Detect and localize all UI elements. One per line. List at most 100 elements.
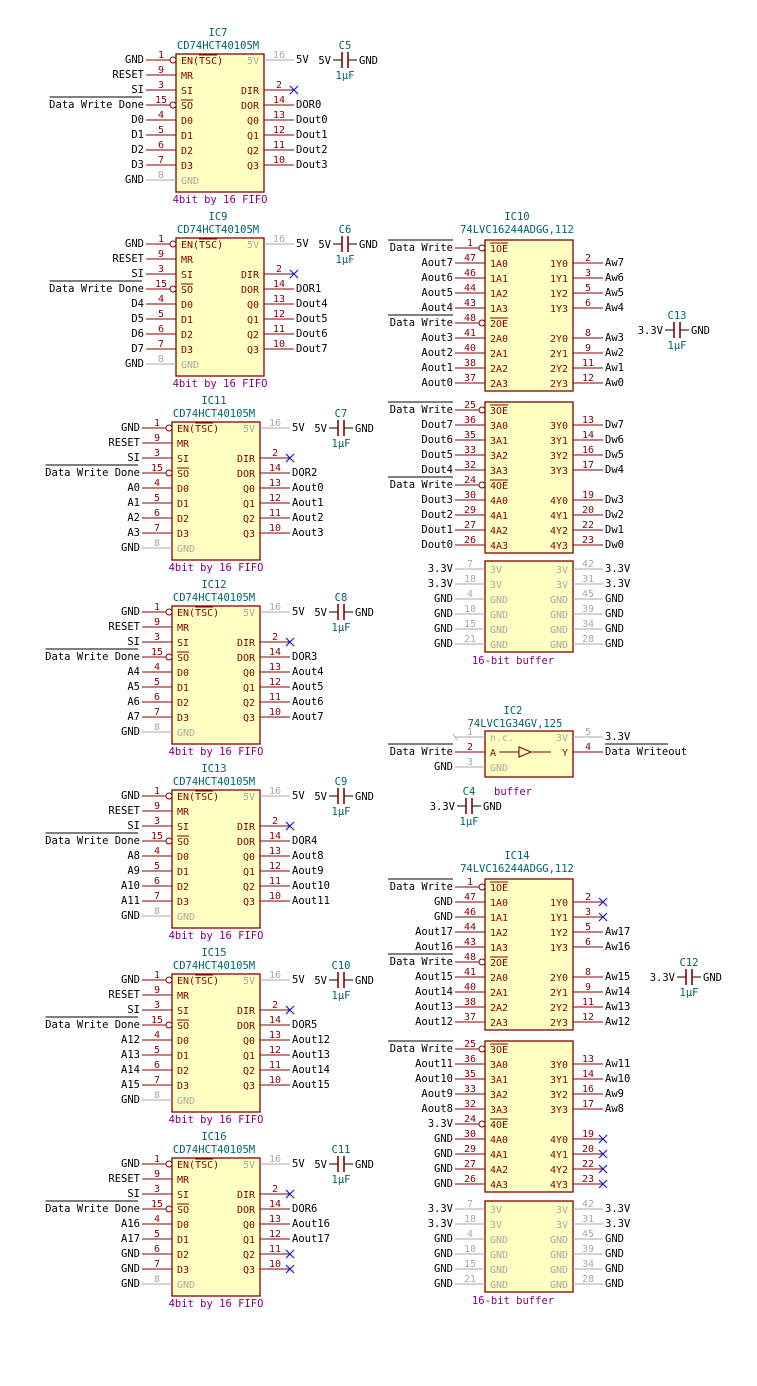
pin-number: 16: [582, 1084, 594, 1095]
pin-number: 2: [272, 816, 278, 827]
cap-net-right: GND: [359, 55, 378, 67]
pin-number: 44: [464, 283, 476, 294]
pin-name: 5V: [247, 56, 259, 67]
pin-number: 10: [464, 604, 476, 615]
net-label-d1: D5: [131, 313, 144, 325]
net-label: GND: [434, 1148, 453, 1160]
net-label: Aw16: [605, 941, 630, 953]
net-label-q2: Dout6: [296, 328, 328, 340]
pin-number: 16: [269, 418, 281, 429]
pin-number: 15: [155, 279, 167, 290]
pin-number: 11: [273, 324, 285, 335]
pin-name: Q2: [243, 1250, 255, 1261]
pin-number: 48: [464, 952, 476, 963]
pin-name: SO: [177, 469, 189, 480]
net-label-en: GND: [121, 422, 140, 434]
pin-name: 3Y1: [550, 1075, 568, 1086]
pin-name: Q3: [243, 1265, 255, 1276]
pin-name: SO: [177, 837, 189, 848]
net-label: Aw2: [605, 347, 624, 359]
cap-ref: C6: [339, 224, 352, 236]
pin-name: 3A1: [490, 1075, 508, 1086]
pin-number: 41: [464, 967, 476, 978]
pin-name: 3A3: [490, 466, 508, 477]
pin-name: GND: [177, 912, 195, 923]
net-label: 3.3V: [428, 1218, 454, 1230]
net-label: Aw11: [605, 1058, 630, 1070]
pin-name: GND: [177, 728, 195, 739]
cap-value: 1µF: [460, 816, 479, 828]
net-label-q1: Aout13: [292, 1049, 330, 1061]
net-label-d1: A17: [121, 1233, 140, 1245]
pin-number: 11: [269, 1244, 281, 1255]
net-label-d2: D2: [131, 144, 144, 156]
pin-number: 34: [582, 1259, 594, 1270]
chip-body: [484, 878, 574, 1031]
pin-name: Q1: [243, 683, 255, 694]
pin-number: 7: [154, 523, 160, 534]
pin-name: Q1: [243, 1051, 255, 1062]
pin-name: EN(TSC): [177, 1160, 219, 1171]
net-label: GND: [434, 1178, 453, 1190]
net-label: Aout17: [415, 926, 453, 938]
net-label: GND: [605, 623, 624, 635]
net-label: GND: [434, 608, 453, 620]
chip-ref: IC9: [209, 211, 228, 223]
pin-number: 4: [467, 1229, 473, 1240]
pin-number: 8: [154, 906, 160, 917]
net-label-so: Data Write Done: [45, 1019, 140, 1031]
inversion-bubble: [165, 976, 173, 984]
pin-name: SO: [177, 1021, 189, 1032]
pin-number: 13: [273, 110, 285, 121]
pin-name: 4A0: [490, 496, 508, 507]
net-label: Aout13: [415, 1001, 453, 1013]
net-label-d0: D0: [131, 114, 144, 126]
chip-body: [484, 730, 574, 778]
pin-name: 1A0: [490, 898, 508, 909]
pin-name: 4A0: [490, 1135, 508, 1146]
inversion-bubble: [165, 837, 173, 845]
net-label-gnd: GND: [121, 726, 140, 738]
pin-name: DOR: [237, 1205, 256, 1216]
pin-name: D2: [177, 882, 189, 893]
pin-number: 13: [269, 662, 281, 673]
inversion-bubble: [478, 883, 486, 891]
chip-body: [175, 53, 265, 193]
pin-name: D0: [177, 484, 189, 495]
net-label-q1: Aout17: [292, 1233, 330, 1245]
pin-name: GND: [490, 625, 508, 636]
pin-number: 2: [276, 264, 282, 275]
net-label-q1: Dout5: [296, 313, 328, 325]
no-connect-icon: [598, 897, 608, 907]
net-label-pwr: 5V: [292, 1158, 305, 1170]
pin-number: 20: [582, 1144, 594, 1155]
pin-number: 18: [464, 1214, 476, 1225]
pin-number: 15: [151, 463, 163, 474]
chip-part-number: CD74HCT40105M: [177, 40, 259, 52]
net-label: Aw15: [605, 971, 630, 983]
chip-body: [484, 1040, 574, 1193]
pin-number: 15: [151, 647, 163, 658]
pin-number: 10: [273, 155, 285, 166]
pin-number: 10: [464, 1244, 476, 1255]
net-label: Data Write: [390, 317, 453, 329]
pin-number: 7: [154, 891, 160, 902]
inversion-bubble: [478, 958, 486, 966]
net-label-dor: DOR2: [292, 467, 317, 479]
chip-description: 16-bit buffer: [472, 1295, 554, 1307]
net-label: Aw9: [605, 1088, 624, 1100]
pin-name: 3A0: [490, 1060, 508, 1071]
inversion-bubble: [169, 56, 177, 64]
net-label: Aw6: [605, 272, 624, 284]
pin-number: 17: [582, 1099, 594, 1110]
pin-name: DIR: [237, 638, 256, 649]
pin-number: 9: [154, 985, 160, 996]
pin-name: 1Y3: [550, 943, 568, 954]
pin-number: 8: [154, 538, 160, 549]
pin-number: 9: [154, 801, 160, 812]
